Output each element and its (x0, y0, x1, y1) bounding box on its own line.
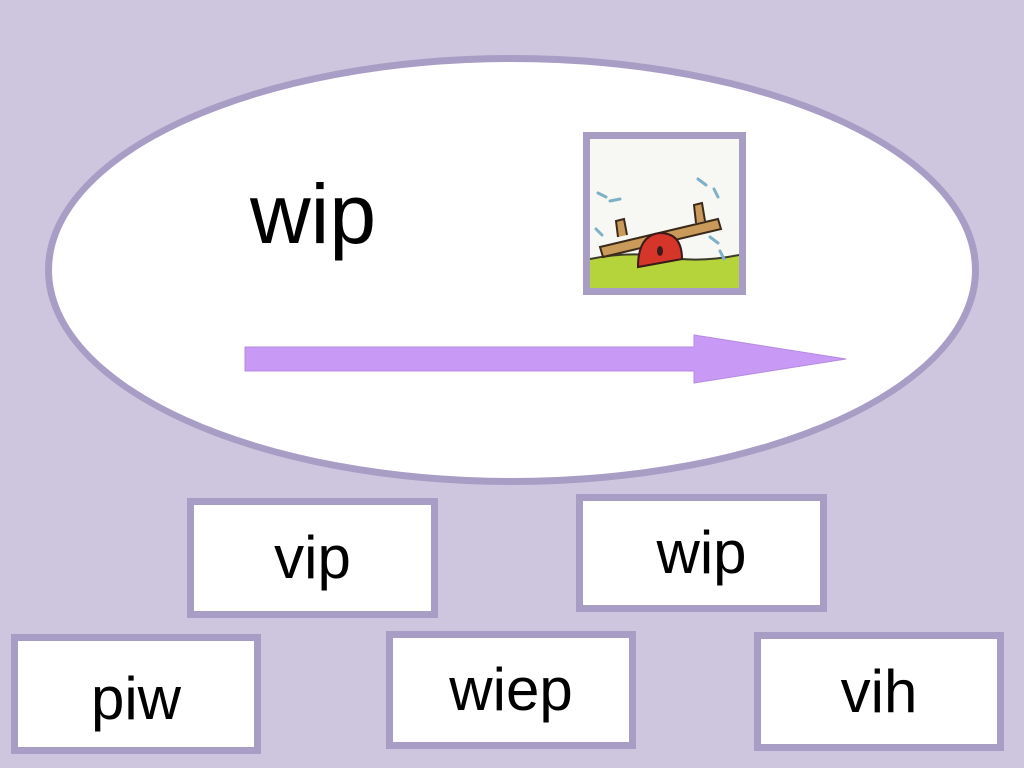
target-word: wip (250, 167, 377, 261)
option-label: wiep (449, 656, 573, 723)
option-tile-vip[interactable]: vip (187, 498, 438, 618)
arrow-right-icon (244, 334, 847, 384)
target-picture (583, 132, 746, 295)
option-label: vip (274, 524, 351, 591)
option-tile-wiep[interactable]: wiep (386, 631, 636, 749)
option-tile-vih[interactable]: vih (754, 632, 1004, 751)
option-tile-wip[interactable]: wip (576, 494, 827, 612)
option-label: wip (656, 519, 747, 586)
seesaw-icon (590, 139, 739, 288)
target-oval (45, 55, 979, 485)
option-label: piw (90, 665, 182, 732)
option-tile-piw[interactable]: piw (11, 634, 261, 754)
option-label: vih (840, 657, 918, 725)
